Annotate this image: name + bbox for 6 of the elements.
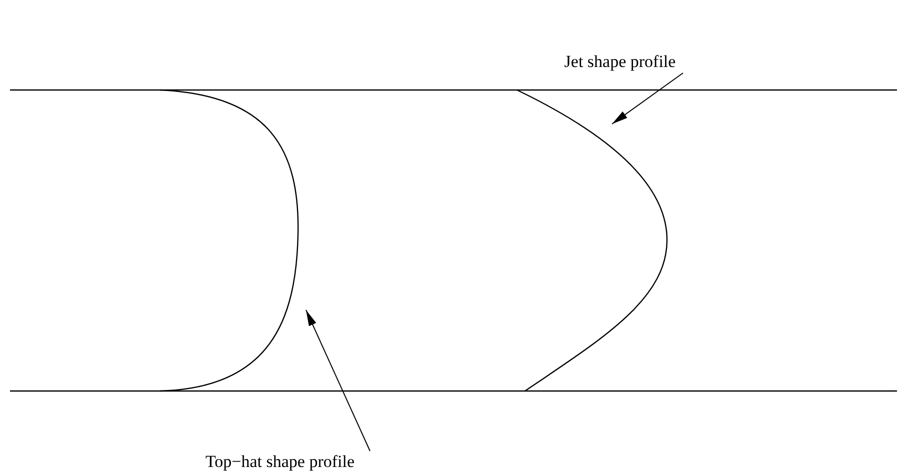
profile-label: Jet shape profile bbox=[564, 52, 676, 72]
leader-arrow bbox=[612, 72, 684, 124]
velocity-profile-curve bbox=[516, 89, 668, 392]
profile-label: Top−hat shape profile bbox=[205, 452, 355, 472]
velocity-profile-curve bbox=[160, 89, 299, 392]
leader-arrow bbox=[306, 310, 370, 452]
